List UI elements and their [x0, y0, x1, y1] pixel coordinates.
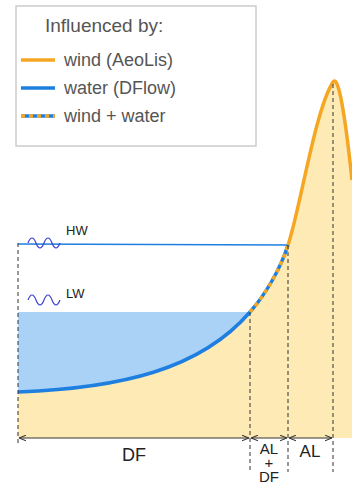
dimension-line: [19, 438, 332, 439]
mixed-profile-orange: [250, 245, 288, 312]
zone-label: AL: [300, 443, 321, 462]
legend-text: wind + water: [64, 106, 166, 127]
legend-title: Influenced by:: [45, 16, 163, 37]
water-level-label: HW: [66, 224, 88, 238]
legend-entry: wind + water: [20, 104, 166, 128]
water-level-label: LW: [66, 287, 85, 301]
wind-profile: [288, 81, 352, 245]
zone-label: AL + DF: [259, 442, 279, 484]
low-water-body: [18, 312, 250, 392]
wave-symbol: [28, 295, 60, 305]
sand-body: [18, 81, 352, 438]
zone-boundaries: [18, 84, 333, 472]
legend-line-sample: [20, 104, 56, 128]
legend-text: water (DFlow): [64, 78, 176, 99]
water-profile: [18, 312, 250, 392]
high-water-line: [18, 244, 288, 245]
zone-label: DF: [122, 446, 146, 466]
wave-symbol: [28, 238, 60, 248]
legend-box: [16, 6, 256, 146]
legend-entry: wind (AeoLis): [20, 48, 173, 72]
legend-line-sample: [20, 76, 56, 100]
legend-text: wind (AeoLis): [64, 50, 173, 71]
legend-entry: water (DFlow): [20, 76, 176, 100]
legend-line-sample: [20, 48, 56, 72]
mixed-profile-blue: [250, 245, 288, 312]
